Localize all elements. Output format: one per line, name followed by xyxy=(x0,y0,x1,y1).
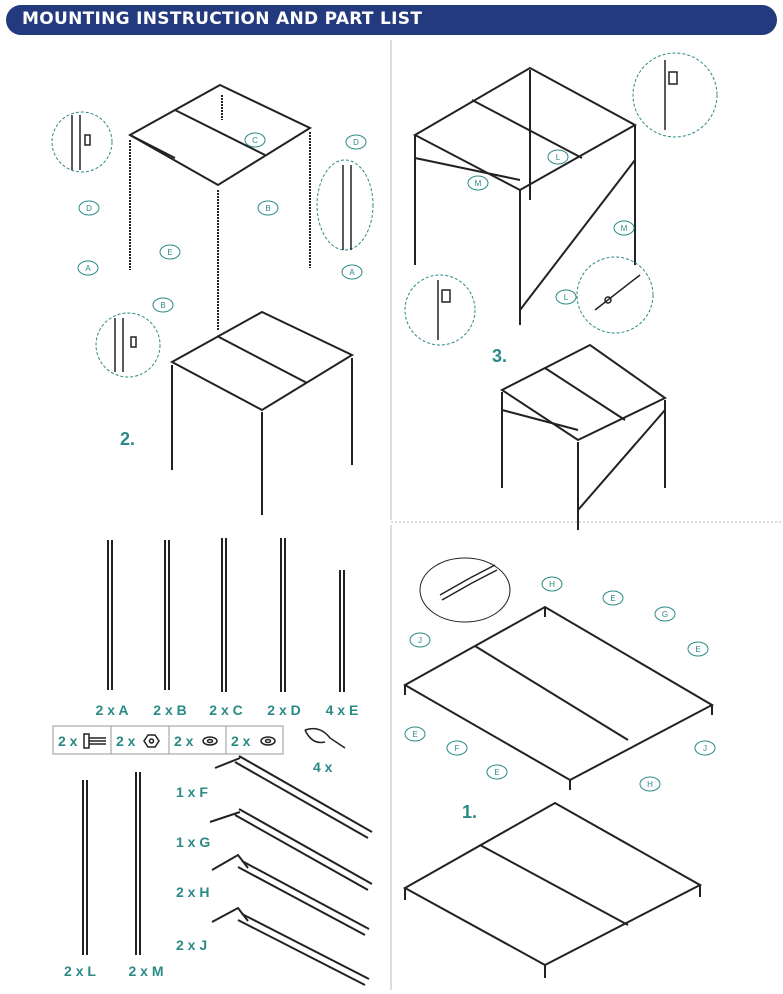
hardware-bolt-qty: 2 x xyxy=(58,733,78,749)
callout-h: H xyxy=(647,780,653,789)
callout-f: F xyxy=(455,744,460,753)
hardware-labels: 2 x 2 x 2 x 2 x xyxy=(58,733,251,749)
washer-icon xyxy=(202,736,218,746)
step-2-number: 2. xyxy=(120,429,135,449)
part-a-qty: 2 x A xyxy=(96,702,129,718)
step2-detail-callouts xyxy=(51,111,374,378)
part-h-qty: 2 x H xyxy=(176,884,209,900)
step3-label-bubbles xyxy=(467,149,635,305)
callout-h: H xyxy=(549,580,555,589)
step2-label-bubbles xyxy=(77,132,367,313)
callout-d: D xyxy=(86,204,92,213)
callout-e: E xyxy=(494,768,499,777)
part-m-qty: 2 x M xyxy=(128,963,163,979)
callout-l: L xyxy=(556,153,561,162)
step2-exploded-frame xyxy=(127,83,355,515)
step1-detail-callout xyxy=(419,557,511,623)
callout-e: E xyxy=(610,594,615,603)
callout-e: E xyxy=(167,248,172,257)
part-j-qty: 2 x J xyxy=(176,937,207,953)
part-d-qty: 2 x D xyxy=(267,702,300,718)
parts-poles xyxy=(107,538,345,692)
washer-icon xyxy=(260,736,276,746)
parts-pole-labels: 2 x A 2 x B 2 x C 2 x D 4 x E xyxy=(96,702,359,718)
callout-b: B xyxy=(160,301,165,310)
callout-b: B xyxy=(265,204,270,213)
part-f-qty: 1 x F xyxy=(176,784,208,800)
clip-qty: 4 x xyxy=(313,759,333,775)
header-banner: MOUNTING INSTRUCTION AND PART LIST xyxy=(6,5,777,35)
part-b-qty: 2 x B xyxy=(153,702,186,718)
step1-roof-frame xyxy=(402,605,715,978)
step3-detail-contents xyxy=(437,60,678,340)
step1-label-letters: H E G E J E F E J H xyxy=(412,580,707,789)
callout-a: A xyxy=(349,268,355,277)
hardware-box xyxy=(52,725,284,755)
hardware-washer-qty: 2 x xyxy=(174,733,194,749)
clip-icon xyxy=(304,727,346,749)
page-title: MOUNTING INSTRUCTION AND PART LIST xyxy=(22,9,423,29)
part-l-qty: 2 x L xyxy=(64,963,96,979)
parts-connector-labels: 1 x F 1 x G 2 x H 2 x J xyxy=(176,784,210,953)
step-1-number: 1. xyxy=(462,802,477,822)
parts-connectors xyxy=(209,755,373,986)
step3-label-letters: L M M L xyxy=(475,153,628,302)
part-g-qty: 1 x G xyxy=(176,834,210,850)
callout-l: L xyxy=(564,293,569,302)
bolt-icon xyxy=(83,733,106,749)
hardware-nut-qty: 2 x xyxy=(116,733,136,749)
hardware-dividers xyxy=(110,726,227,754)
part-e-qty: 4 x E xyxy=(326,702,359,718)
callout-e: E xyxy=(412,730,417,739)
callout-c: C xyxy=(252,136,258,145)
part-c-qty: 2 x C xyxy=(209,702,242,718)
callout-a: A xyxy=(85,264,91,273)
callout-g: G xyxy=(662,610,668,619)
step3-detail-callouts xyxy=(404,52,718,346)
step2-label-letters: C D D B E A A B xyxy=(85,136,359,310)
step1-label-bubbles xyxy=(404,576,716,792)
step3-frame xyxy=(412,66,667,530)
callout-j: J xyxy=(703,744,707,753)
callout-m: M xyxy=(475,179,482,188)
nut-icon xyxy=(143,734,160,748)
callout-m: M xyxy=(621,224,628,233)
step2-detail-contents xyxy=(71,115,352,372)
callout-d: D xyxy=(353,138,359,147)
callout-e: E xyxy=(695,645,700,654)
step-3-number: 3. xyxy=(492,346,507,366)
parts-long-poles xyxy=(82,772,141,955)
callout-j: J xyxy=(418,636,422,645)
hardware-washer-qty: 2 x xyxy=(231,733,251,749)
